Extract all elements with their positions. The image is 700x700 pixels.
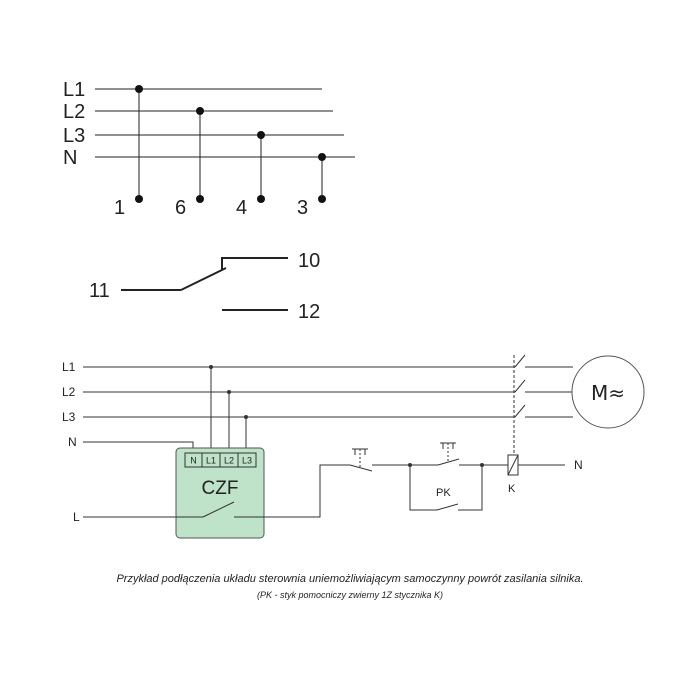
top-label-l3: L3 bbox=[63, 125, 85, 147]
czf-terminal-box bbox=[237, 452, 257, 468]
czf-module: N L1 L2 L3 CZF bbox=[175, 447, 265, 539]
changeover-contact bbox=[121, 257, 288, 311]
circuit-label-l: L bbox=[73, 510, 80, 524]
contact-label-10: 10 bbox=[298, 250, 320, 272]
czf-terminal-label-n: N bbox=[190, 456, 197, 466]
terminal-dot bbox=[196, 195, 204, 203]
aux-branch-left bbox=[409, 465, 437, 511]
junction-dot bbox=[318, 153, 326, 161]
junction-dot bbox=[209, 365, 213, 369]
junction-dot bbox=[257, 131, 265, 139]
czf-terminal-label-l1: L1 bbox=[206, 456, 216, 466]
circuit-junction-dots bbox=[209, 365, 484, 467]
junction-dot bbox=[408, 463, 412, 467]
motor-symbol bbox=[571, 355, 645, 429]
circuit-label-l2: L2 bbox=[62, 385, 76, 399]
module-output-wire bbox=[262, 464, 350, 518]
junction-dot bbox=[135, 85, 143, 93]
main-contact-l3 bbox=[514, 404, 526, 418]
top-label-l2: L2 bbox=[63, 101, 85, 123]
pushbutton-actuators bbox=[352, 442, 456, 467]
aux-contact-pk bbox=[436, 503, 459, 511]
start-button-contact bbox=[437, 458, 460, 466]
terminal-dot bbox=[257, 195, 265, 203]
coil-neutral-label: N bbox=[574, 458, 583, 472]
czf-terminal-label-l3: L3 bbox=[242, 456, 252, 466]
contact-label-11: 11 bbox=[89, 280, 110, 302]
czf-module-name: CZF bbox=[202, 478, 239, 499]
junction-dot bbox=[480, 463, 484, 467]
coil-diagonal bbox=[507, 454, 519, 476]
main-contact-l2 bbox=[514, 379, 526, 393]
junction-dot bbox=[227, 390, 231, 394]
top-line-diagram bbox=[95, 88, 355, 199]
top-label-n: N bbox=[63, 147, 77, 169]
czf-terminal-label-l2: L2 bbox=[224, 456, 234, 466]
aux-branch-right bbox=[458, 465, 483, 511]
junction-dot bbox=[196, 107, 204, 115]
czf-module-body bbox=[175, 447, 265, 539]
aux-contact-label: PK bbox=[436, 487, 451, 499]
terminal-label-3: 3 bbox=[297, 197, 308, 219]
start-button-icon bbox=[440, 442, 456, 462]
contact-no-wire bbox=[221, 257, 288, 270]
terminal-label-4: 4 bbox=[236, 197, 247, 219]
stop-button-contact bbox=[349, 464, 373, 472]
contact-label-12: 12 bbox=[298, 301, 320, 323]
caption-main: Przykład podłączenia układu sterownia un… bbox=[116, 573, 584, 585]
circuit-wires bbox=[83, 354, 573, 518]
terminal-label-6: 6 bbox=[175, 197, 186, 219]
terminal-dot bbox=[135, 195, 143, 203]
circuit-label-l1: L1 bbox=[62, 360, 76, 374]
junction-dot bbox=[244, 415, 248, 419]
top-label-l1: L1 bbox=[63, 79, 85, 101]
top-junction-dots bbox=[135, 85, 326, 203]
circuit-label-l3: L3 bbox=[62, 410, 76, 424]
caption-sub: (PK - styk pomocniczy zwierny 1Z styczni… bbox=[256, 590, 444, 600]
motor-label: M≈ bbox=[591, 381, 625, 405]
coil-label: K bbox=[508, 483, 516, 495]
terminal-dot bbox=[318, 195, 326, 203]
circuit-label-n: N bbox=[68, 435, 77, 449]
czf-internal-contact bbox=[202, 501, 235, 518]
main-contact-l1 bbox=[514, 354, 526, 368]
terminal-label-1: 1 bbox=[114, 197, 125, 219]
contact-blade bbox=[180, 267, 227, 291]
stop-button-icon bbox=[352, 448, 368, 467]
